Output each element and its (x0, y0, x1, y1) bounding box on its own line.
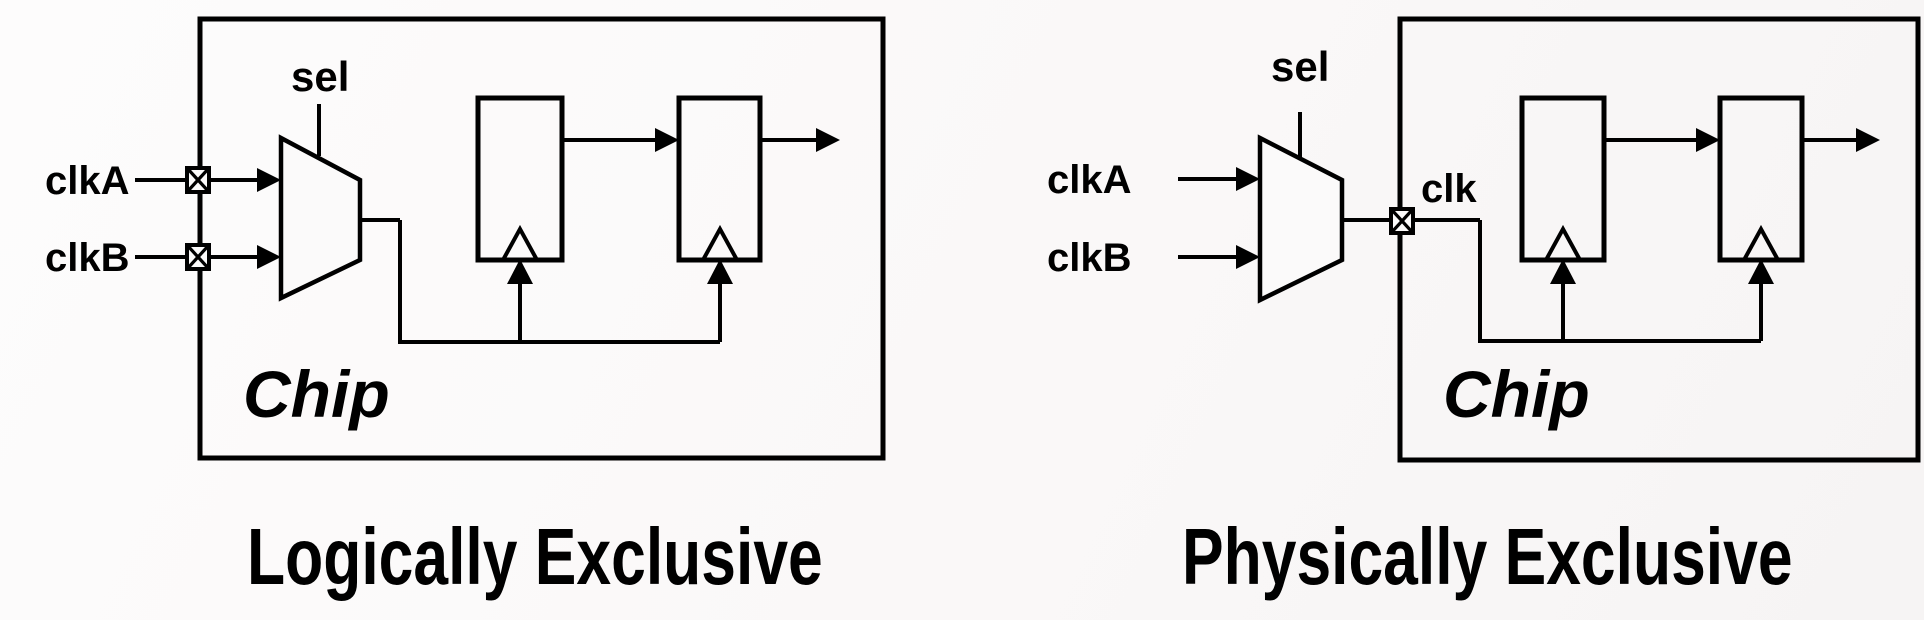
right-mux (1257, 112, 1345, 304)
arrowhead-right-icon (1236, 167, 1260, 191)
right-clka-label: clkA (1047, 158, 1132, 202)
io-pad-icon (1389, 207, 1415, 235)
arrowhead-right-icon (1696, 128, 1720, 152)
arrowhead-right-icon (257, 245, 281, 269)
left-clkb-label: clkB (45, 236, 130, 280)
right-sel-label: sel (1271, 43, 1330, 90)
left-sel-label: sel (291, 53, 350, 100)
left-title: Logically Exclusive (247, 512, 823, 601)
arrowhead-right-icon (1236, 245, 1260, 269)
io-pad-icon (185, 243, 211, 271)
right-flipflop-2 (1717, 95, 1805, 263)
left-clka-label: clkA (45, 159, 130, 203)
left-chip-label: Chip (243, 357, 390, 431)
arrowhead-right-icon (655, 128, 679, 152)
right-data-arrows (1604, 128, 1880, 152)
arrowhead-right-icon (816, 128, 840, 152)
right-chip-outline (1397, 16, 1921, 463)
arrowhead-up-icon (707, 259, 733, 284)
right-title: Physically Exclusive (1182, 512, 1793, 601)
left-chip-outline (197, 16, 886, 461)
clock-edge-icon (501, 224, 539, 261)
clock-edge-icon (1544, 224, 1582, 261)
clock-edge-icon (1742, 224, 1780, 261)
left-data-arrows (562, 128, 840, 152)
arrowhead-up-icon (1550, 259, 1576, 284)
right-clka-wire (1178, 167, 1260, 191)
left-clock-route (360, 218, 733, 344)
clock-edge-icon (701, 224, 739, 261)
arrowhead-right-icon (1856, 128, 1880, 152)
right-clk-label: clk (1421, 167, 1477, 211)
arrowhead-up-icon (1748, 259, 1774, 284)
right-chip-label: Chip (1443, 357, 1590, 431)
right-clkb-wire (1178, 245, 1260, 269)
right-clkb-label: clkB (1047, 236, 1132, 280)
right-flipflop-1 (1519, 95, 1607, 263)
arrowhead-up-icon (507, 259, 533, 284)
left-flipflop-2 (676, 95, 763, 263)
left-flipflop-1 (475, 95, 565, 263)
arrowhead-right-icon (257, 168, 281, 192)
io-pad-icon (185, 166, 211, 194)
left-mux (278, 104, 363, 302)
